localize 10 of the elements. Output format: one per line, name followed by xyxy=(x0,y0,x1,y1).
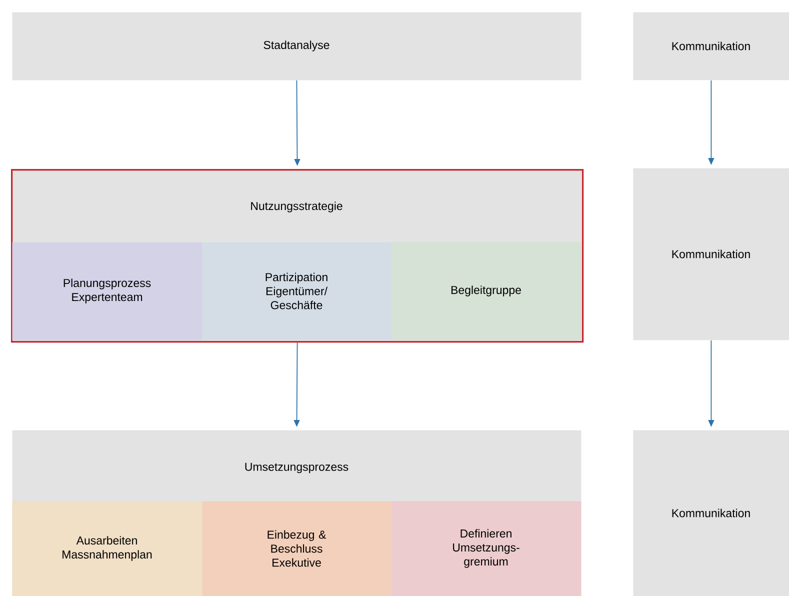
process-box: Kommunikation xyxy=(633,168,789,340)
process-box: Ausarbeiten Massnahmenplan xyxy=(12,501,202,596)
process-box: Kommunikation xyxy=(633,430,789,596)
process-box: Definieren Umsetzungs- gremium xyxy=(391,501,582,596)
process-box: Planungsprozess Expertenteam xyxy=(12,242,202,340)
process-box: Stadtanalyse xyxy=(12,12,582,80)
process-box: Einbezug & Beschluss Exekutive xyxy=(202,501,392,596)
process-box: Begleitgruppe xyxy=(391,242,582,340)
process-box: Kommunikation xyxy=(633,12,789,80)
process-box: Partizipation Eigentümer/ Geschäfte xyxy=(202,242,392,340)
